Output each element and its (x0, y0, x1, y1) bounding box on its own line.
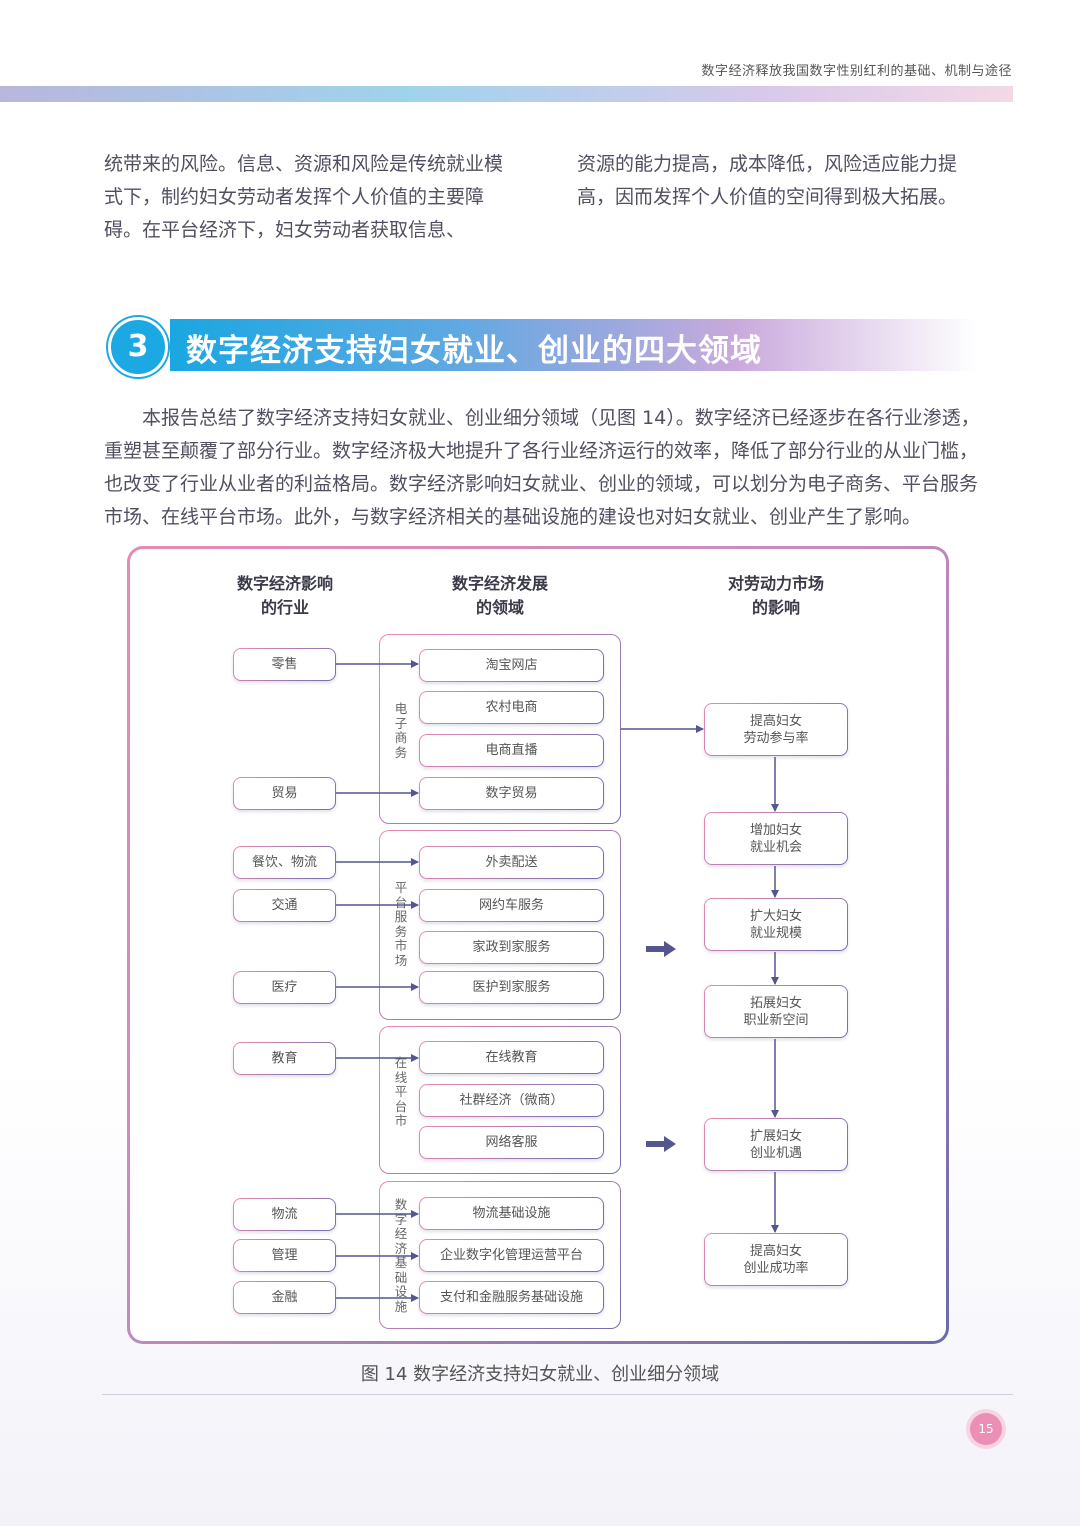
section-title: 数字经济支持妇女就业、创业的四大领域 (186, 333, 762, 369)
intro-paragraph: 本报告总结了数字经济支持妇女就业、创业细分领域（见图 14）。数字经济已经逐步在… (104, 407, 980, 528)
domain-box: 电商直播 (419, 734, 604, 767)
col-head-impact: 对劳动力市场 的影响 (727, 574, 824, 617)
domain-box: 外卖配送 (419, 846, 604, 879)
domain-box: 网约车服务 (419, 889, 604, 922)
section-bar (170, 319, 978, 371)
group-label-infrastructure: 数字经济基础设施 (394, 1197, 408, 1314)
domain-box: 数字贸易 (419, 777, 604, 810)
industry-box: 金融 (233, 1281, 336, 1314)
domain-box: 淘宝网店 (419, 649, 604, 682)
impact-box: 扩大妇女 就业规模 (704, 898, 848, 951)
group-label-online-platform: 在线平台市 (394, 1055, 408, 1128)
domain-box: 农村电商 (419, 691, 604, 724)
domain-box: 物流基础设施 (419, 1197, 604, 1230)
domain-box: 医护到家服务 (419, 971, 604, 1004)
impact-box: 扩展妇女 创业机遇 (704, 1118, 848, 1171)
block-arrow-online (646, 1136, 676, 1152)
footer-line (102, 1394, 1013, 1395)
body-text-right: 资源的能力提高，成本降低，风险适应能力提高，因而发挥个人价值的空间得到极大拓展。 (577, 153, 958, 208)
section-banner: 3 数字经济支持妇女就业、创业的四大领域 (108, 317, 978, 377)
domain-box: 网络客服 (419, 1126, 604, 1159)
col-head-industry: 数字经济影响 的行业 (236, 574, 333, 617)
domain-box: 企业数字化管理运营平台 (419, 1239, 604, 1272)
domain-box: 在线教育 (419, 1041, 604, 1074)
industry-box: 医疗 (233, 971, 336, 1004)
figure-caption: 图 14 数字经济支持妇女就业、创业细分领域 (360, 1364, 720, 1385)
industry-box: 教育 (233, 1042, 336, 1075)
col-head-domain: 数字经济发展 的领域 (451, 574, 548, 617)
industry-box: 餐饮、物流 (233, 846, 336, 879)
impact-box: 拓展妇女 职业新空间 (704, 985, 848, 1038)
impact-box: 提高妇女 创业成功率 (704, 1233, 848, 1286)
header-bar (0, 86, 1013, 102)
impact-box: 提高妇女 劳动参与率 (704, 703, 848, 756)
section-number: 3 (108, 317, 168, 377)
industry-box: 零售 (233, 648, 336, 681)
domain-box: 支付和金融服务基础设施 (419, 1281, 604, 1314)
industry-box: 管理 (233, 1239, 336, 1272)
block-arrow-platform (646, 941, 676, 957)
header-title: 数字经济释放我国数字性别红利的基础、机制与途径 (701, 64, 1012, 79)
industry-box: 贸易 (233, 777, 336, 810)
domain-box: 社群经济（微商） (419, 1084, 604, 1117)
impact-box: 增加妇女 就业机会 (704, 812, 848, 865)
industry-box: 交通 (233, 889, 336, 922)
group-label-e-commerce: 电子商务 (394, 701, 408, 760)
industry-box: 物流 (233, 1198, 336, 1231)
body-text-left: 统带来的风险。信息、资源和风险是传统就业模式下，制约妇女劳动者发挥个人价值的主要… (104, 153, 504, 241)
domain-box: 家政到家服务 (419, 931, 604, 964)
page-number: 15 (970, 1413, 1002, 1445)
